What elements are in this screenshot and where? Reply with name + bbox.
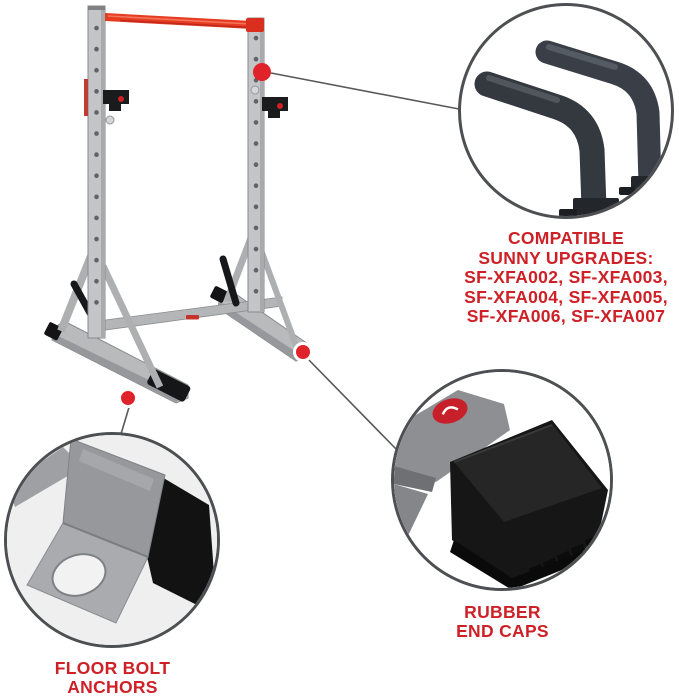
callout-circle-floor-anchor: [4, 432, 220, 648]
pull-pin-right: [250, 85, 260, 95]
rubber-end-caps-label: RUBBER END CAPS: [456, 602, 549, 641]
floor-bolt-anchors-label: FLOOR BOLT ANCHORS: [54, 658, 171, 697]
marker-dot-floor-anchor: [118, 388, 138, 408]
barbell-j-hooks: [103, 85, 288, 125]
dip-bar-attachments-icon: [474, 40, 671, 216]
crossbar-logo-sticker: [186, 315, 199, 320]
callout-circle-rubber-cap: [391, 369, 613, 591]
marker-dot-upright: [253, 63, 271, 81]
upgrades-models-line: SF-XFA006, SF-XFA007: [466, 306, 666, 326]
bolt-hole: [51, 553, 107, 597]
callout-circle-dip-bars: [458, 3, 674, 219]
pullup-bar: [105, 13, 264, 32]
pull-pin-left: [105, 115, 115, 125]
marker-dot-end-cap: [293, 342, 313, 362]
leader-lines: [120, 72, 460, 451]
upgrades-models-line: SF-XFA004, SF-XFA005,: [464, 286, 668, 307]
upgrades-heading-line: COMPATIBLE: [507, 228, 625, 248]
left-base-foot: [44, 320, 191, 404]
pullup-bar-bracket: [246, 18, 264, 32]
compatible-upgrades-label: COMPATIBLE SUNNY UPGRADES: SF-XFA002, SF…: [436, 228, 679, 327]
floor-bolt-anchor-icon: [7, 435, 217, 645]
upgrades-models-line: SF-XFA002, SF-XFA003,: [464, 267, 668, 287]
brand-logo-badge: [432, 398, 468, 424]
rubber-end-cap-icon: [394, 372, 610, 588]
post-sticker: [84, 79, 88, 116]
upgrades-heading-line: SUNNY UPGRADES:: [478, 247, 654, 268]
